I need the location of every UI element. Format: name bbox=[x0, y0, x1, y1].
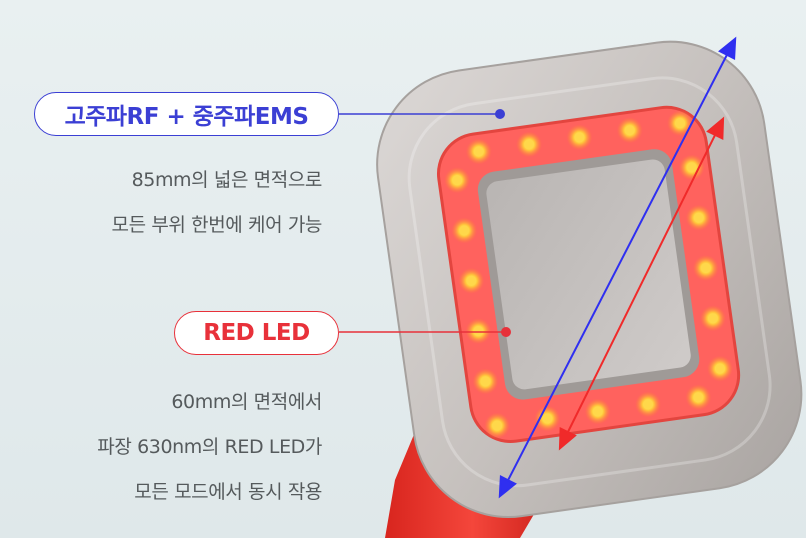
led-dot bbox=[524, 139, 535, 150]
led-dot bbox=[707, 313, 718, 324]
rf-connector-dot bbox=[495, 109, 505, 119]
led-description-line-3: 모든 모드에서 동시 작용 bbox=[134, 481, 322, 503]
led-description-line-1: 60mm의 면적에서 bbox=[171, 391, 322, 413]
led-dot bbox=[624, 125, 635, 136]
led-dot bbox=[693, 212, 704, 223]
led-size-arrow bbox=[558, 116, 725, 451]
led-dots bbox=[444, 110, 733, 439]
rf-size-arrow bbox=[498, 36, 737, 499]
led-dot bbox=[592, 406, 603, 417]
rf-description-line-1: 85mm의 넓은 면적으로 bbox=[131, 169, 323, 191]
led-dot bbox=[574, 132, 585, 143]
led-dot bbox=[686, 162, 697, 173]
led-dot bbox=[466, 275, 477, 286]
led-dot bbox=[473, 146, 484, 157]
led-dot bbox=[693, 392, 704, 403]
led-dot bbox=[459, 225, 470, 236]
led-dot bbox=[480, 376, 491, 387]
led-connector-dot bbox=[501, 327, 511, 337]
rf-description: 85mm의 넓은 면적으로 모든 부위 한번에 케어 가능 bbox=[111, 158, 323, 248]
rf-description-line-2: 모든 부위 한번에 케어 가능 bbox=[111, 214, 323, 236]
led-dot bbox=[473, 326, 484, 337]
led-description: 60mm의 면적에서 파장 630nm의 RED LED가 모든 모드에서 동시… bbox=[97, 380, 322, 515]
led-dot bbox=[452, 175, 463, 186]
led-dot bbox=[714, 363, 725, 374]
rf-ems-badge: 고주파RF + 중주파EMS bbox=[34, 92, 339, 136]
led-dot bbox=[542, 413, 553, 424]
led-description-line-2: 파장 630nm의 RED LED가 bbox=[97, 436, 322, 458]
led-dot bbox=[700, 263, 711, 274]
red-led-badge: RED LED bbox=[174, 311, 339, 355]
led-dot bbox=[492, 420, 503, 431]
red-led-badge-label: RED LED bbox=[203, 320, 310, 346]
rf-ems-badge-label: 고주파RF + 중주파EMS bbox=[64, 104, 309, 130]
led-dot bbox=[675, 118, 686, 129]
led-dot bbox=[643, 399, 654, 410]
inner-electrode bbox=[486, 159, 691, 390]
device-plate-shadow bbox=[407, 76, 772, 488]
